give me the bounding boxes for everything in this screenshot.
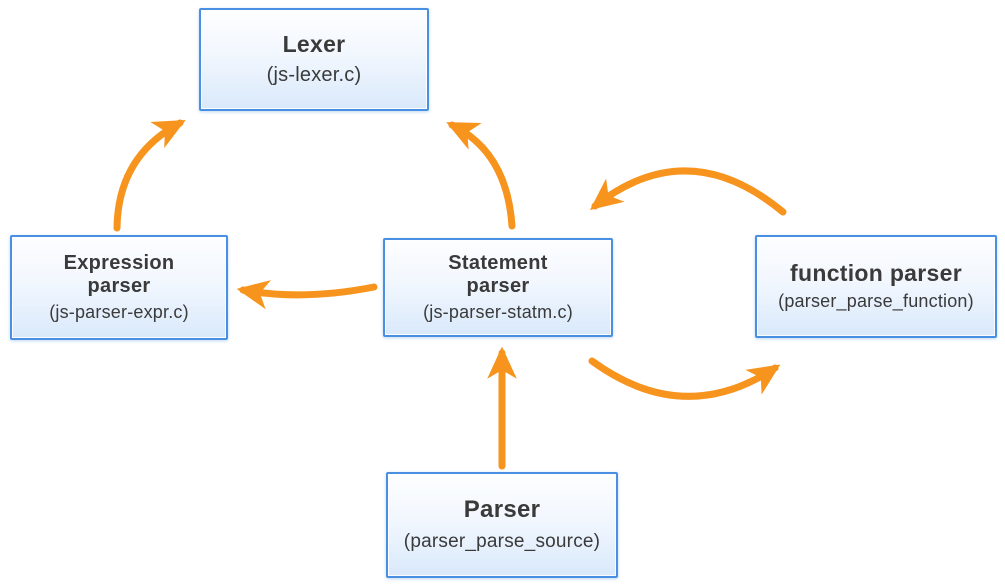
arrow-expression-to-lexer	[113, 119, 186, 232]
arrow-statement-to-function	[588, 357, 781, 400]
node-function-parser-subtitle: (parser_parse_function)	[778, 291, 974, 312]
node-statement-parser-subtitle: (js-parser-statm.c)	[423, 301, 573, 322]
node-function-parser-title: function parser	[790, 260, 962, 287]
node-lexer-title: Lexer	[282, 31, 346, 58]
node-expression-parser-title: Expression parser	[63, 251, 175, 298]
node-expression-parser-subtitle: (js-parser-expr.c)	[49, 301, 189, 322]
node-lexer: Lexer (js-lexer.c)	[199, 8, 429, 111]
node-statement-parser: Statement parser (js-parser-statm.c)	[383, 238, 613, 337]
node-parser: Parser (parser_parse_source)	[386, 472, 618, 578]
arrow-statement-to-expression	[236, 280, 378, 310]
node-parser-title: Parser	[463, 496, 541, 524]
node-statement-parser-title: Statement parser	[448, 251, 548, 298]
node-function-parser: function parser (parser_parse_function)	[755, 235, 997, 338]
node-parser-subtitle: (parser_parse_source)	[403, 530, 601, 552]
arrow-function-to-statement	[589, 167, 787, 216]
node-lexer-subtitle: (js-lexer.c)	[266, 63, 362, 86]
node-expression-parser: Expression parser (js-parser-expr.c)	[10, 235, 228, 340]
arrow-statement-to-lexer	[446, 121, 516, 230]
